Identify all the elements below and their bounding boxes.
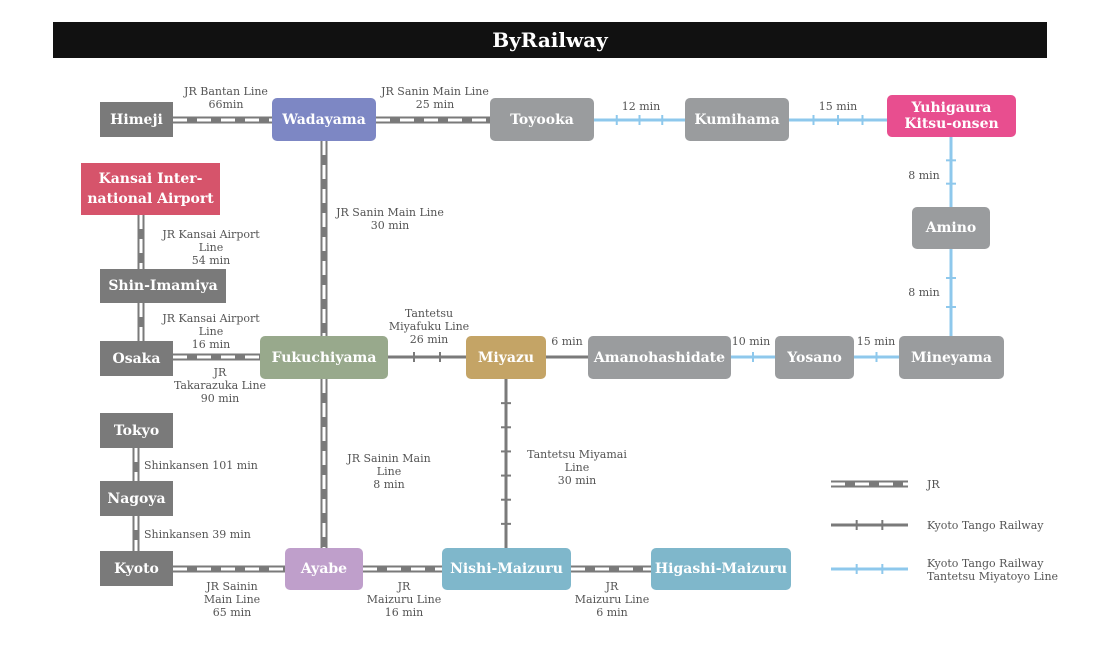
legend-label-jr: JR: [927, 478, 940, 491]
segment-label-yosano-mineyama: 15 min: [856, 335, 896, 348]
station-nishi-maizuru[interactable]: Nishi-Maizuru: [442, 548, 571, 590]
station-amino[interactable]: Amino: [912, 207, 990, 249]
station-yosano[interactable]: Yosano: [775, 336, 854, 379]
segment-label-amino-mineyama: 8 min: [908, 286, 940, 299]
segment-label-osaka-fukuchiyama: JR Takarazuka Line 90 min: [173, 366, 267, 405]
station-osaka[interactable]: Osaka: [100, 341, 173, 376]
station-kyoto[interactable]: Kyoto: [100, 551, 173, 586]
line-miyazu-nishimaizuru: [501, 379, 511, 548]
station-amanohashidate[interactable]: Amanohashidate: [588, 336, 731, 379]
station-himeji[interactable]: Himeji: [100, 102, 173, 137]
line-toyooka-kumihama: [594, 115, 685, 125]
segment-label-nagoya-kyoto: Shinkansen 39 min: [144, 528, 251, 541]
segment-label-nishimaizuru-higashimaizuru: JR Maizuru Line 6 min: [574, 580, 650, 619]
station-fukuchiyama[interactable]: Fukuchiyama: [260, 336, 388, 379]
segment-label-miyazu-nishimaizuru: Tantetsu Miyamai Line 30 min: [527, 448, 627, 487]
segment-label-amanohashidate-yosano: 10 min: [731, 335, 771, 348]
page-title: ByRailway: [53, 22, 1047, 58]
segment-label-wadayama-toyooka: JR Sanin Main Line 25 min: [381, 85, 489, 111]
station-yuhigaura-kitsu-onsen[interactable]: Yuhigaura Kitsu-onsen: [887, 95, 1016, 137]
segment-label-airport-shinimamiya: JR Kansai Airport Line 54 min: [162, 228, 260, 267]
line-amino-mineyama: [946, 249, 956, 336]
legend-label-kyoto-tango: Kyoto Tango Railway: [927, 519, 1044, 532]
segment-label-miyazu-amanohashidate: 6 min: [551, 335, 583, 348]
segment-label-fukuchiyama-miyazu: Tantetsu Miyafuku Line 26 min: [388, 307, 470, 346]
station-higashi-maizuru[interactable]: Higashi-Maizuru: [651, 548, 791, 590]
station-tokyo[interactable]: Tokyo: [100, 413, 173, 448]
legend-line-miyatoyo: [831, 564, 908, 574]
station-mineyama[interactable]: Mineyama: [899, 336, 1004, 379]
legend-line-kyoto-tango: [831, 520, 908, 530]
railway-lines: [132, 115, 956, 573]
line-amanohashidate-yosano: [731, 352, 775, 362]
station-shin-imamiya[interactable]: Shin-Imamiya: [100, 269, 226, 303]
station-miyazu[interactable]: Miyazu: [466, 336, 546, 379]
segment-label-toyooka-kumihama: 12 min: [621, 100, 661, 113]
station-toyooka[interactable]: Toyooka: [490, 98, 594, 141]
segment-label-himeji-wadayama: JR Bantan Line 66min: [184, 85, 268, 111]
segment-label-yuhigaura-amino: 8 min: [908, 169, 940, 182]
station-kumihama[interactable]: Kumihama: [685, 98, 789, 141]
station-ayabe[interactable]: Ayabe: [285, 548, 363, 590]
legend-lines: [831, 480, 908, 574]
segment-label-shinimamiya-osaka: JR Kansai Airport Line 16 min: [162, 312, 260, 351]
station-nagoya[interactable]: Nagoya: [100, 481, 173, 516]
line-yuhigaura-amino: [946, 137, 956, 207]
segment-label-kyoto-ayabe: JR Sainin Main Line 65 min: [203, 580, 261, 619]
segment-label-wadayama-fukuchiyama: JR Sanin Main Line 30 min: [336, 206, 444, 232]
legend-label-miyatoyo: Kyoto Tango Railway Tantetsu Miyatoyo Li…: [927, 557, 1059, 583]
line-yosano-mineyama: [854, 352, 899, 362]
station-kansai-international-airport[interactable]: Kansai Inter- national Airport: [81, 163, 220, 215]
line-fukuchiyama-miyazu: [388, 352, 466, 362]
segment-label-ayabe-nishimaizuru: JR Maizuru Line 16 min: [366, 580, 442, 619]
station-wadayama[interactable]: Wadayama: [272, 98, 376, 141]
segment-label-fukuchiyama-ayabe: JR Sainin Main Line 8 min: [347, 452, 431, 491]
segment-label-tokyo-nagoya: Shinkansen 101 min: [144, 459, 258, 472]
line-kumihama-yuhigaura: [789, 115, 887, 125]
segment-label-kumihama-yuhigaura: 15 min: [818, 100, 858, 113]
